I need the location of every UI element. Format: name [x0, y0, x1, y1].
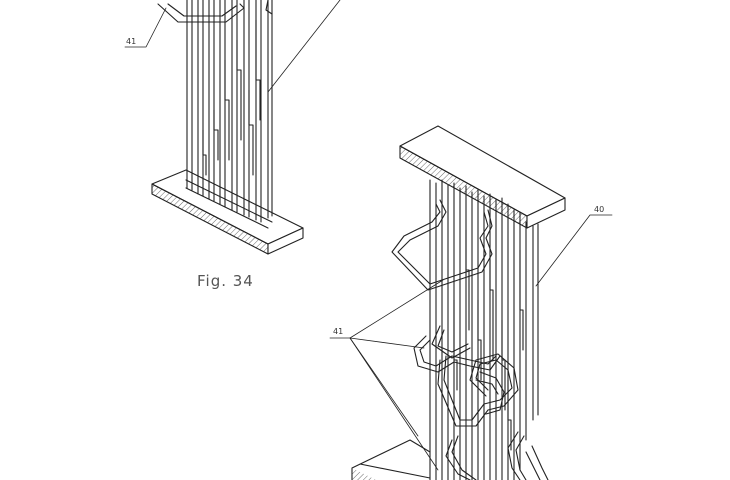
top-plate-side	[526, 197, 566, 229]
fig34-assembly	[124, 0, 341, 255]
leader-40	[535, 214, 613, 287]
wire-clip-upper	[391, 199, 493, 291]
ref-numeral-41-upper: 41	[126, 37, 137, 46]
fig34-wire-clip	[157, 3, 245, 23]
wire-clip-lower	[437, 353, 519, 427]
ref-numeral-41-lower: 41	[333, 327, 344, 336]
figure-caption: Fig. 34	[197, 272, 254, 290]
fig34-leader-41	[124, 7, 167, 48]
fig34-base-plate-side	[267, 227, 304, 255]
fig34-slats	[186, 0, 273, 223]
leaders-41	[329, 279, 444, 471]
ref-numeral-40: 40	[594, 205, 605, 214]
lower-slats	[429, 179, 539, 480]
lower-assembly	[329, 125, 613, 480]
fig34-leader-40	[267, 0, 341, 93]
wire-clip-middle	[413, 335, 501, 373]
